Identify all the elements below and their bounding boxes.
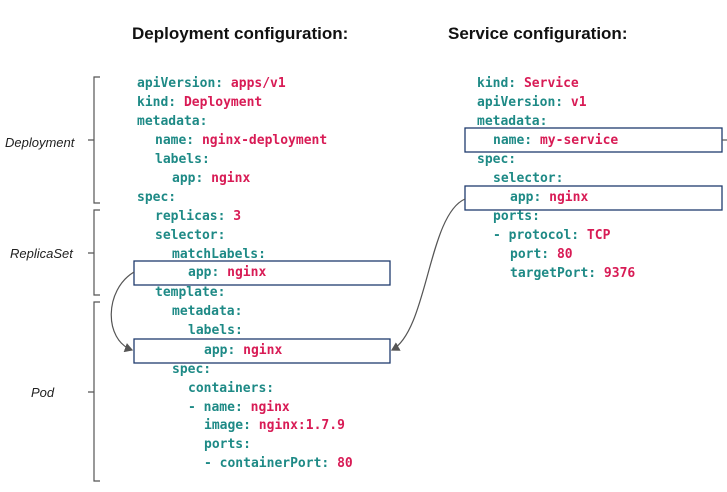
- deployment-yaml-key: - containerPort:: [204, 456, 330, 471]
- service-yaml-value: 80: [556, 247, 573, 262]
- deployment-yaml-key: labels:: [188, 323, 243, 338]
- deployment-yaml-value: Deployment: [183, 95, 263, 110]
- deployment-yaml-key: app:: [188, 265, 220, 280]
- service-yaml-line: ports:: [493, 208, 540, 226]
- service-yaml-key: spec:: [477, 152, 517, 167]
- deployment-yaml-key: containers:: [188, 381, 275, 396]
- service-yaml-key: selector:: [493, 171, 564, 186]
- service-yaml-value: TCP: [586, 228, 611, 243]
- deployment-yaml-key: name:: [155, 133, 195, 148]
- service-yaml-line: apiVersion: v1: [477, 94, 587, 112]
- service-yaml-line: targetPort: 9376: [510, 265, 635, 283]
- deployment-yaml-line: kind: Deployment: [137, 94, 262, 112]
- deployment-yaml-key: labels:: [155, 152, 210, 167]
- deployment-yaml-key: - name:: [188, 400, 243, 415]
- deployment-yaml-line: labels:: [155, 151, 210, 169]
- deployment-yaml-line: name: nginx-deployment: [155, 132, 327, 150]
- service-yaml-value: my-service: [539, 133, 619, 148]
- deployment-yaml-line: ports:: [204, 436, 251, 454]
- service-yaml-value: v1: [570, 95, 587, 110]
- template-labels-app-box: [133, 338, 391, 364]
- deployment-yaml-line: template:: [155, 284, 225, 302]
- deployment-yaml-line: app: nginx: [172, 170, 250, 188]
- service-yaml-key: metadata:: [477, 114, 548, 129]
- deployment-yaml-line: labels:: [188, 322, 243, 340]
- deployment-yaml-value: nginx-deployment: [201, 133, 328, 148]
- deployment-yaml-key: ports:: [204, 437, 251, 452]
- service-yaml-line: selector:: [493, 170, 563, 188]
- deployment-yaml-line: selector:: [155, 227, 225, 245]
- deployment-yaml-line: app: nginx: [204, 342, 282, 360]
- service-yaml-key: apiVersion:: [477, 95, 564, 110]
- side-label-deployment: Deployment: [5, 135, 75, 150]
- deployment-yaml-value: nginx: [250, 400, 290, 415]
- service-yaml-key: - protocol:: [493, 228, 580, 243]
- matchlabels-app-box: [133, 260, 391, 286]
- service-yaml-key: targetPort:: [510, 266, 597, 281]
- deployment-yaml-value: nginx: [211, 171, 251, 186]
- deployment-yaml-line: containers:: [188, 380, 274, 398]
- deployment-yaml-key: kind:: [137, 95, 177, 110]
- service-configuration-heading: Service configuration:: [448, 24, 628, 43]
- deployment-yaml-line: spec:: [137, 189, 176, 207]
- deployment-yaml-line: spec:: [172, 361, 211, 379]
- deployment-yaml-key: metadata:: [172, 304, 243, 319]
- deployment-yaml-line: matchLabels:: [172, 246, 266, 264]
- service-yaml-key: kind:: [477, 76, 517, 91]
- deployment-yaml-value: 80: [337, 456, 353, 471]
- service-yaml-key: name:: [493, 133, 533, 148]
- service-yaml-key: ports:: [493, 209, 540, 224]
- deployment-yaml-value: 3: [233, 209, 242, 224]
- service-selector-app-box: [464, 185, 723, 211]
- side-label-replicaset: ReplicaSet: [10, 246, 73, 261]
- matchlabels-to-template-arrow: [110, 271, 135, 353]
- side-label-pod: Pod: [31, 385, 55, 400]
- service-selector-to-template-arrow: [390, 198, 466, 351]
- deployment-yaml-line: - name: nginx: [188, 399, 290, 417]
- deployment-yaml-key: spec:: [172, 362, 212, 377]
- service-yaml-line: app: nginx: [510, 189, 588, 207]
- deployment-yaml-key: spec:: [137, 190, 177, 205]
- deployment-yaml-value: apps/v1: [230, 76, 286, 91]
- deployment-yaml-value: nginx: [227, 265, 267, 280]
- deployment-yaml-line: metadata:: [172, 303, 242, 321]
- service-yaml-key: app:: [510, 190, 542, 205]
- service-yaml-line: port: 80: [510, 246, 573, 264]
- deployment-yaml-value: nginx:1.7.9: [258, 418, 345, 433]
- deployment-yaml-key: metadata:: [137, 114, 208, 129]
- deployment-yaml-line: app: nginx: [188, 264, 266, 282]
- pod-bracket: [88, 301, 100, 482]
- deployment-bracket: [88, 76, 100, 204]
- deployment-configuration-heading: Deployment configuration:: [132, 24, 349, 43]
- deployment-yaml-line: - containerPort: 80: [204, 455, 353, 473]
- deployment-yaml-line: apiVersion: apps/v1: [137, 75, 286, 93]
- deployment-yaml-key: image:: [204, 418, 251, 433]
- replicaset-bracket: [88, 209, 100, 296]
- deployment-yaml-key: replicas:: [155, 209, 226, 224]
- deployment-yaml-key: template:: [155, 285, 226, 300]
- service-yaml-value: Service: [523, 76, 579, 91]
- deployment-yaml-line: image: nginx:1.7.9: [204, 417, 345, 435]
- deployment-yaml-line: metadata:: [137, 113, 207, 131]
- deployment-yaml-line: replicas: 3: [155, 208, 241, 226]
- service-yaml-line: metadata:: [477, 113, 547, 131]
- service-yaml-line: spec:: [477, 151, 516, 169]
- deployment-yaml-key: app:: [204, 343, 236, 358]
- service-yaml-line: - protocol: TCP: [493, 227, 610, 245]
- deployment-yaml-value: nginx: [243, 343, 283, 358]
- service-yaml-line: name: my-service: [493, 132, 618, 150]
- deployment-yaml-key: matchLabels:: [172, 247, 266, 262]
- service-yaml-value: 9376: [603, 266, 636, 281]
- service-yaml-value: nginx: [549, 190, 589, 205]
- deployment-yaml-key: apiVersion:: [137, 76, 224, 91]
- deployment-yaml-key: app:: [172, 171, 204, 186]
- service-yaml-line: kind: Service: [477, 75, 579, 93]
- service-yaml-key: port:: [510, 247, 550, 262]
- service-name-box: [464, 127, 723, 153]
- deployment-yaml-key: selector:: [155, 228, 226, 243]
